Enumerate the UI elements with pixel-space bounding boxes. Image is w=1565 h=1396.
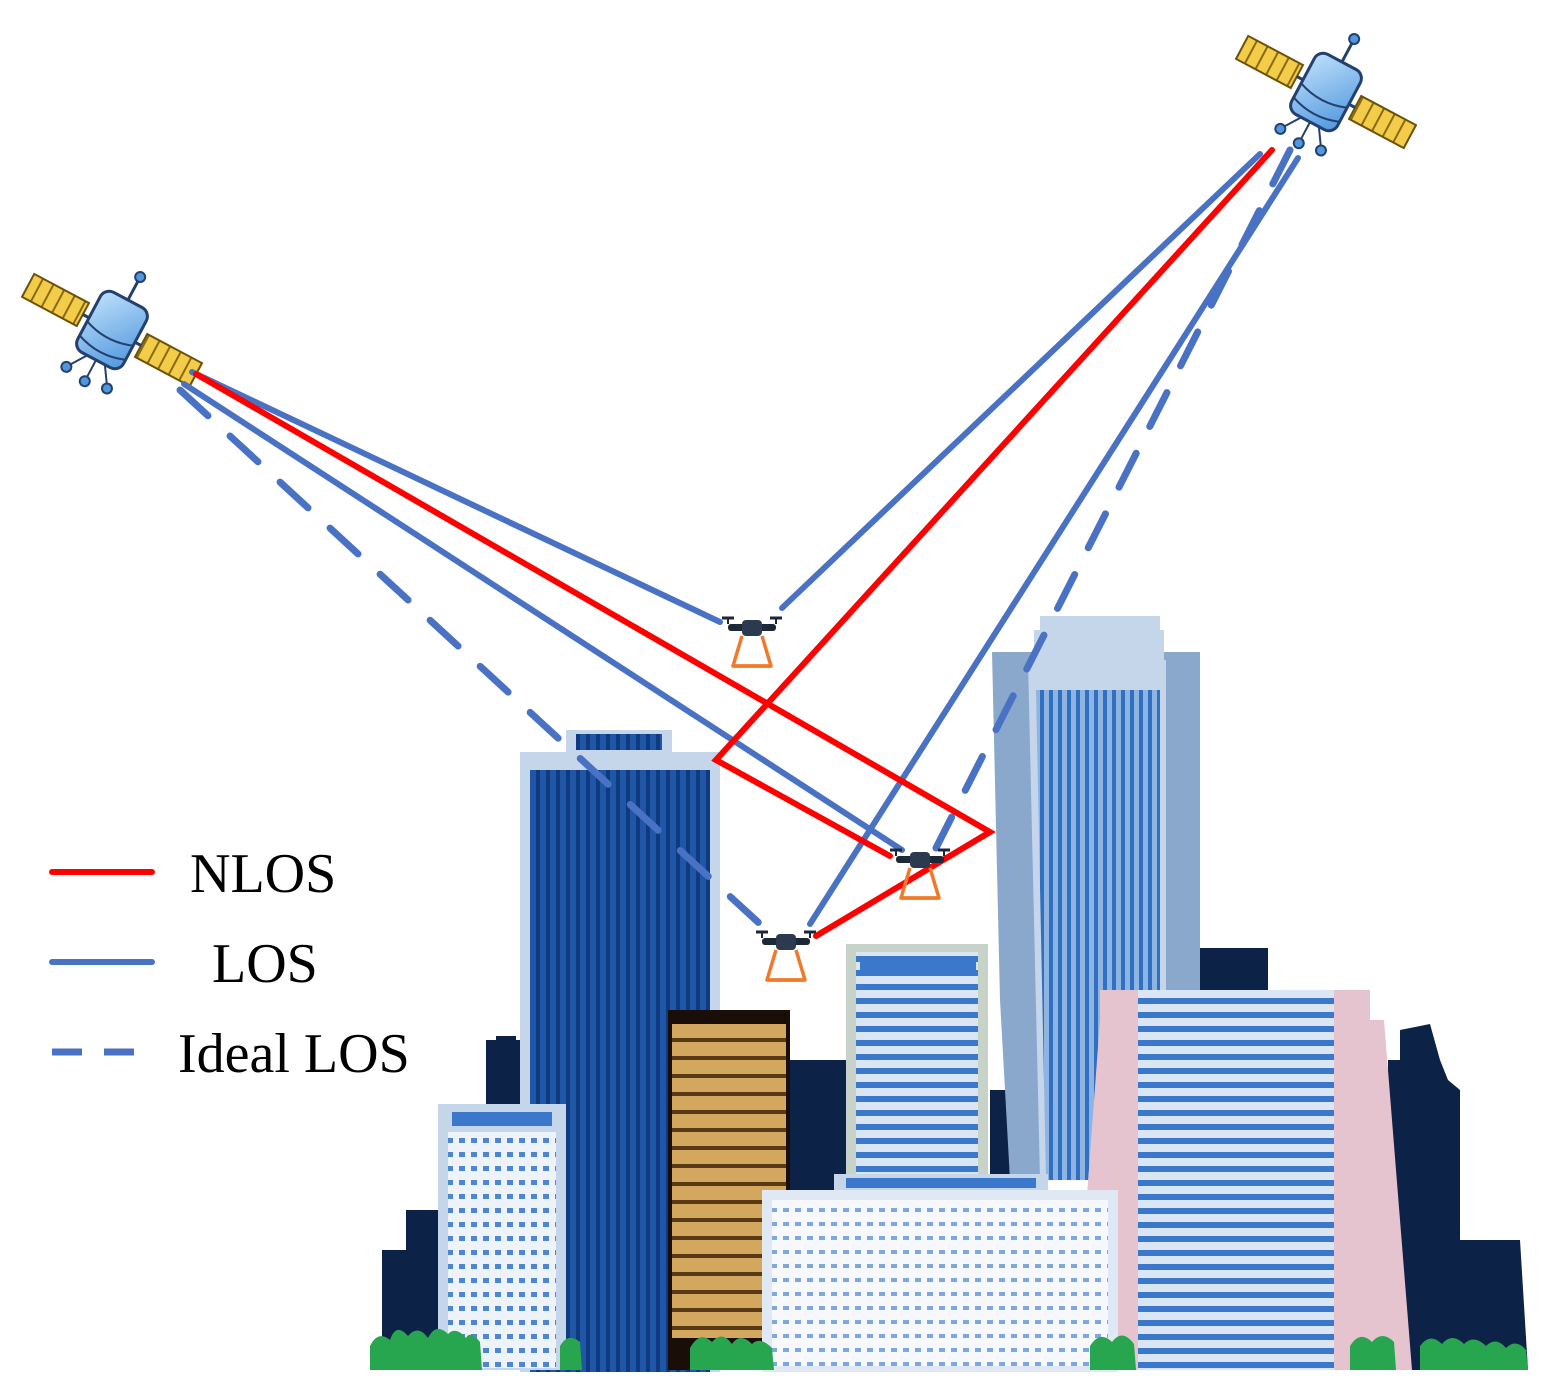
ideal-los-path [932,146,1294,852]
legend-label: Ideal LOS [178,1023,410,1085]
tower-small-left [438,1104,566,1370]
trees [370,1328,1528,1370]
tower-pink [1074,990,1412,1370]
los-path [181,381,905,853]
city-skyline [370,616,1528,1372]
legend-label: LOS [212,933,318,995]
building-low [762,1174,1118,1372]
legend-item-nlos: NLOS [49,843,336,905]
los-path [779,151,1263,611]
drone-icon [754,930,818,982]
background-silhouette [382,948,1528,1370]
nlos-path [193,371,996,939]
los-path [807,155,1301,927]
signal-paths [176,146,1301,939]
legend-item-los: LOS [49,933,318,995]
tower-middle [846,944,988,1194]
nlos-path [711,147,1275,859]
legend-item-ideal-los: Ideal LOS [52,1023,410,1085]
legend-label: NLOS [190,843,336,905]
drone-icon [720,616,784,668]
legend: NLOS LOS Ideal LOS [49,843,410,1085]
los-path [189,369,723,625]
